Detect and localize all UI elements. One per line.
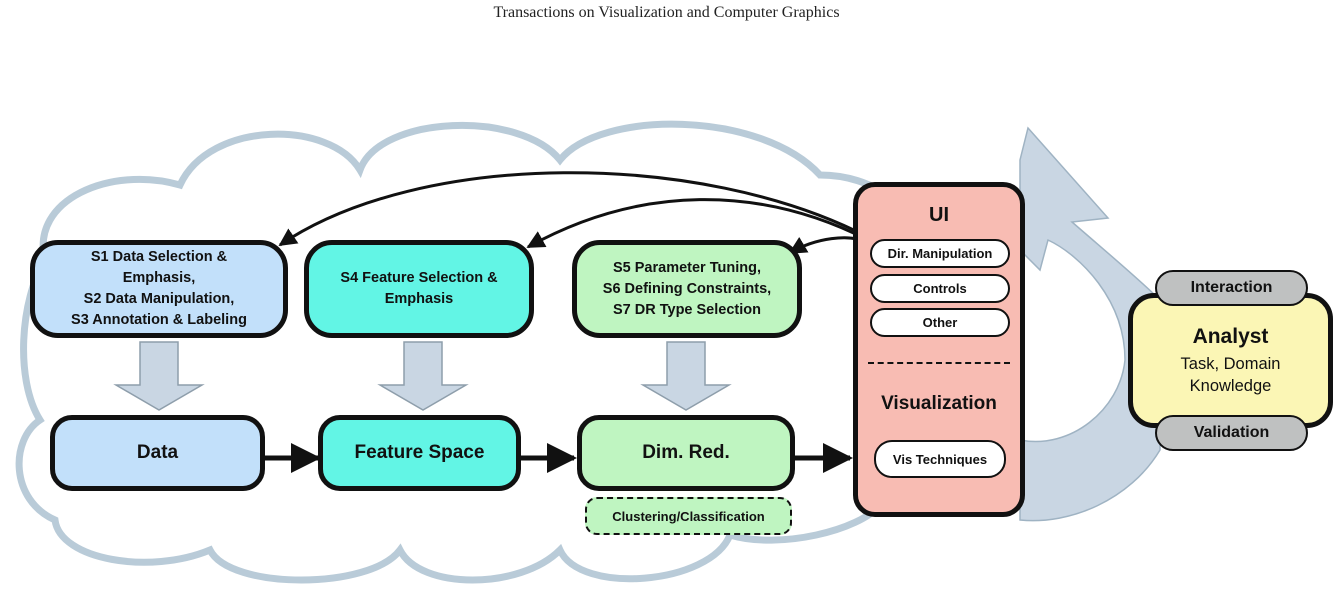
feature-interaction-box: S4 Feature Selection & Emphasis <box>304 240 534 338</box>
analyst-subtitle: Task, Domain Knowledge <box>1180 354 1281 395</box>
analyst-title: Analyst <box>1192 324 1269 348</box>
visualization-title: Visualization <box>881 393 997 414</box>
validation-pill: Validation <box>1155 415 1308 451</box>
ui-divider <box>868 362 1010 364</box>
dr-interaction-box: S5 Parameter Tuning, S6 Defining Constra… <box>572 240 802 338</box>
feature-space-box: Feature Space <box>318 415 521 491</box>
interaction-pill: Interaction <box>1155 270 1308 306</box>
analyst-box: Analyst Task, Domain Knowledge <box>1128 293 1333 428</box>
down-arrow-dimred <box>640 341 732 411</box>
vis-techniques-pill: Vis Techniques <box>874 440 1006 478</box>
ui-item-other: Other <box>870 308 1010 337</box>
ui-item-controls: Controls <box>870 274 1010 303</box>
data-interaction-box: S1 Data Selection & Emphasis, S2 Data Ma… <box>30 240 288 338</box>
ui-title: UI <box>929 204 949 226</box>
ui-panel: UI Dir. Manipulation Controls Other Visu… <box>853 182 1025 517</box>
feedback-arrow-to-feature-interaction <box>526 198 869 249</box>
data-box: Data <box>50 415 265 491</box>
ui-item-direct-manipulation: Dir. Manipulation <box>870 239 1010 268</box>
background-cloud <box>15 120 884 584</box>
journal-header: Transactions on Visualization and Comput… <box>493 4 840 21</box>
down-arrow-data <box>113 341 205 411</box>
dim-red-box: Dim. Red. <box>577 415 795 491</box>
feedback-arrow-to-data-interaction <box>278 171 869 247</box>
clustering-classification-box: Clustering/Classification <box>585 497 792 535</box>
down-arrow-feature <box>377 341 469 411</box>
